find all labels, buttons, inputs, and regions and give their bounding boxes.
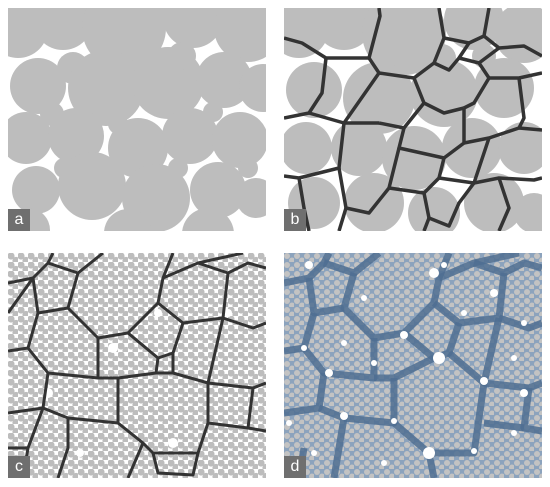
panel-c-label: c (8, 456, 30, 478)
panel-c-drawing (8, 253, 266, 478)
panel-d-label: d (284, 456, 306, 478)
panel-b-label: b (284, 209, 306, 231)
panel-b-drawing (284, 8, 542, 231)
panel-b: b (284, 8, 542, 231)
panel-d-drawing (284, 253, 542, 478)
panel-d: d (284, 253, 542, 478)
panel-a-label: a (8, 209, 30, 231)
panel-a: a (8, 8, 266, 231)
panel-a-drawing (8, 8, 266, 231)
panel-c: c (8, 253, 266, 478)
